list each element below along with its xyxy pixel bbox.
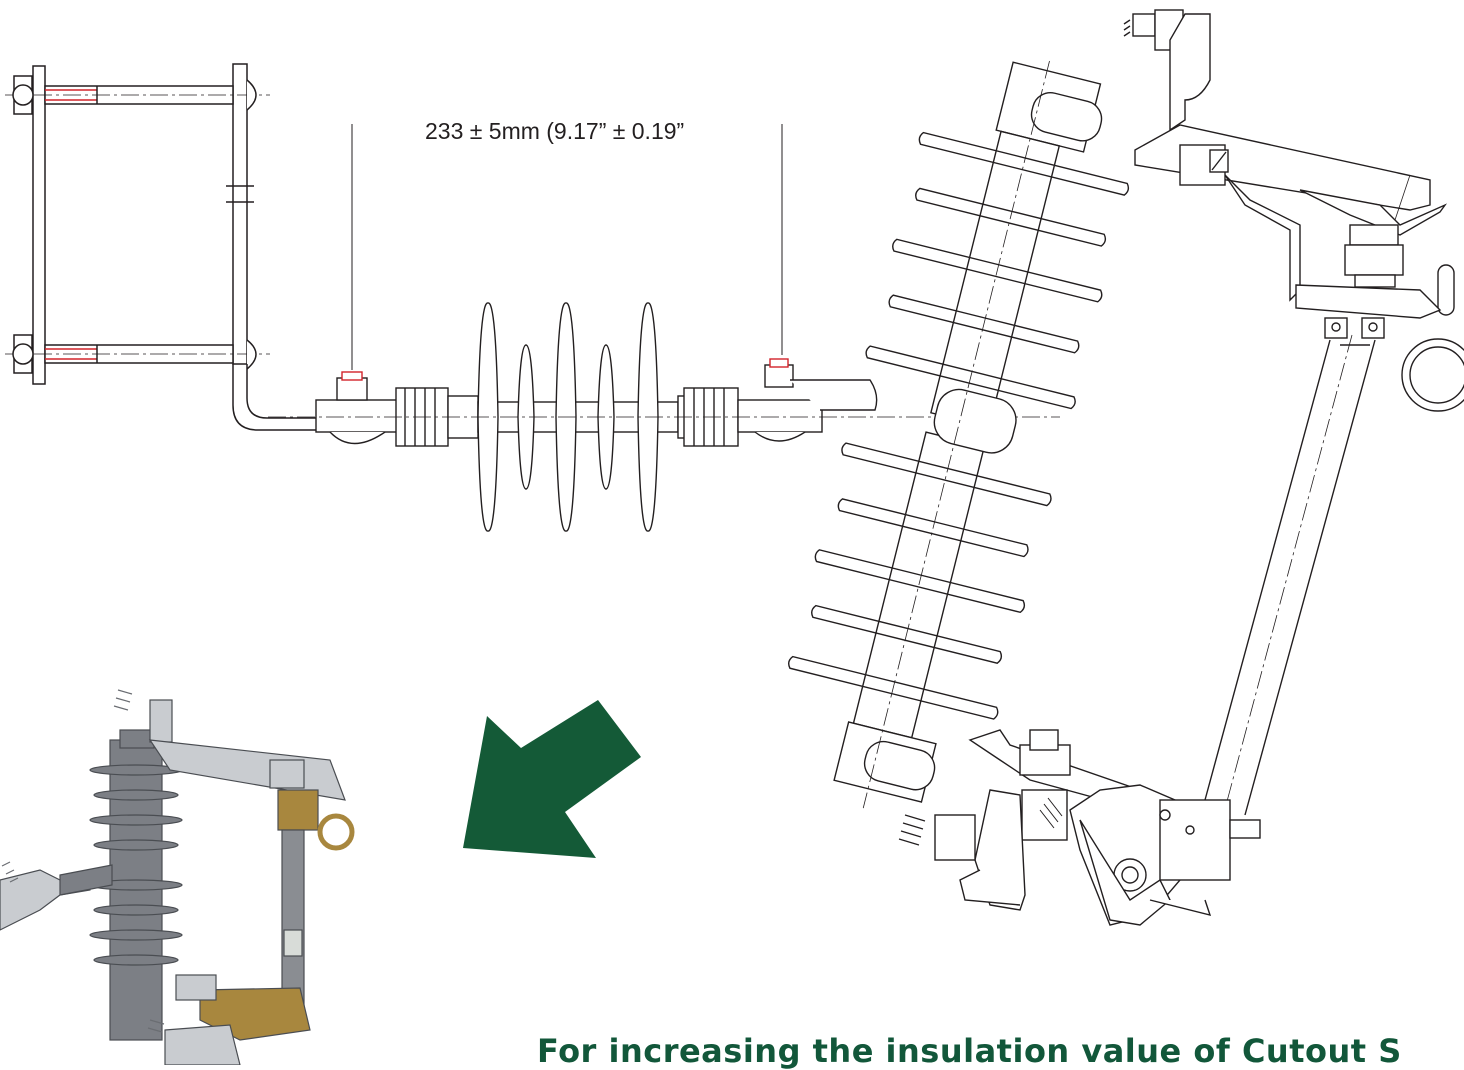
upper-contact [1123, 9, 1464, 412]
arrow-down-left-icon [463, 700, 641, 858]
product-photo [0, 689, 355, 1065]
dimension-lines [351, 124, 783, 370]
cutout-insulator [788, 60, 1130, 809]
caption-text: For increasing the insulation value of C… [537, 1032, 1402, 1070]
mounting-bracket [5, 63, 330, 431]
fuse-tube [1204, 334, 1376, 821]
lower-contact [898, 729, 1261, 926]
dimension-label: 233 ± 5mm (9.17” ± 0.19” [425, 118, 685, 144]
link-insulator [268, 302, 1060, 532]
